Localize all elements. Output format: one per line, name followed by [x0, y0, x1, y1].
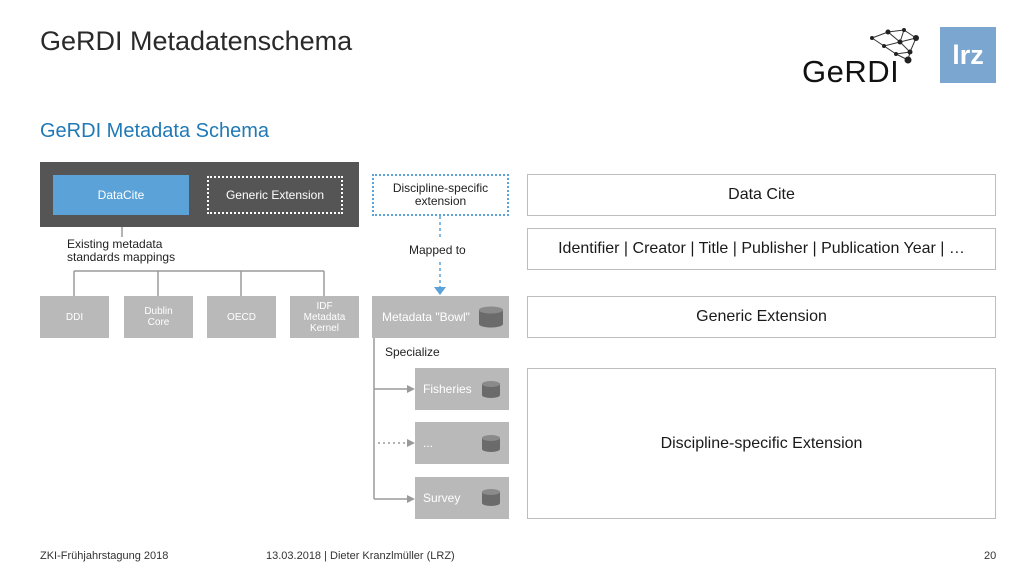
fields-panel: Identifier | Creator | Title | Publisher…	[527, 228, 996, 270]
generic-extension-panel: Generic Extension	[527, 296, 996, 338]
sub-survey-label: Survey	[423, 491, 461, 505]
sub-fisheries: Fisheries	[415, 368, 509, 410]
data-cite-panel: Data Cite	[527, 174, 996, 216]
sub-ellipsis-label: ...	[423, 436, 434, 450]
mappings-label: Existing metadata standards mappings	[67, 237, 176, 264]
standard-dublin-core: Dublin Core	[124, 296, 193, 338]
sub-fisheries-label: Fisheries	[423, 382, 472, 396]
gerdi-logo-text: GeRDI	[802, 54, 900, 89]
slide-subtitle: GeRDI Metadata Schema	[40, 120, 269, 142]
mapped-to-label: Mapped to	[409, 243, 466, 257]
database-icon	[482, 381, 500, 398]
footer-date-author: 13.03.2018 | Dieter Kranzlmüller (LRZ)	[266, 550, 455, 562]
discipline-extension-panel: Discipline-specific Extension	[527, 368, 996, 519]
generic-extension-box: Generic Extension	[207, 176, 343, 214]
gerdi-network-logo-icon	[870, 28, 919, 64]
slide-title: GeRDI Metadatenschema	[40, 26, 353, 56]
footer-event: ZKI-Frühjahrstagung 2018	[40, 550, 169, 562]
datacite-box: DataCite	[53, 175, 189, 215]
standard-ddi: DDI	[40, 296, 109, 338]
specialize-label: Specialize	[385, 345, 440, 359]
lrz-logo: lrz	[940, 27, 996, 83]
standard-oecd: OECD	[207, 296, 276, 338]
database-icon	[482, 435, 500, 452]
discipline-specific-box: Discipline-specific extension	[372, 174, 509, 216]
database-icon	[479, 306, 503, 328]
page-number: 20	[984, 550, 997, 562]
database-icon	[482, 489, 500, 506]
standard-idf-metadata-kernel: IDF Metadata Kernel	[290, 296, 359, 338]
metadata-bowl-label: Metadata "Bowl"	[382, 310, 470, 324]
